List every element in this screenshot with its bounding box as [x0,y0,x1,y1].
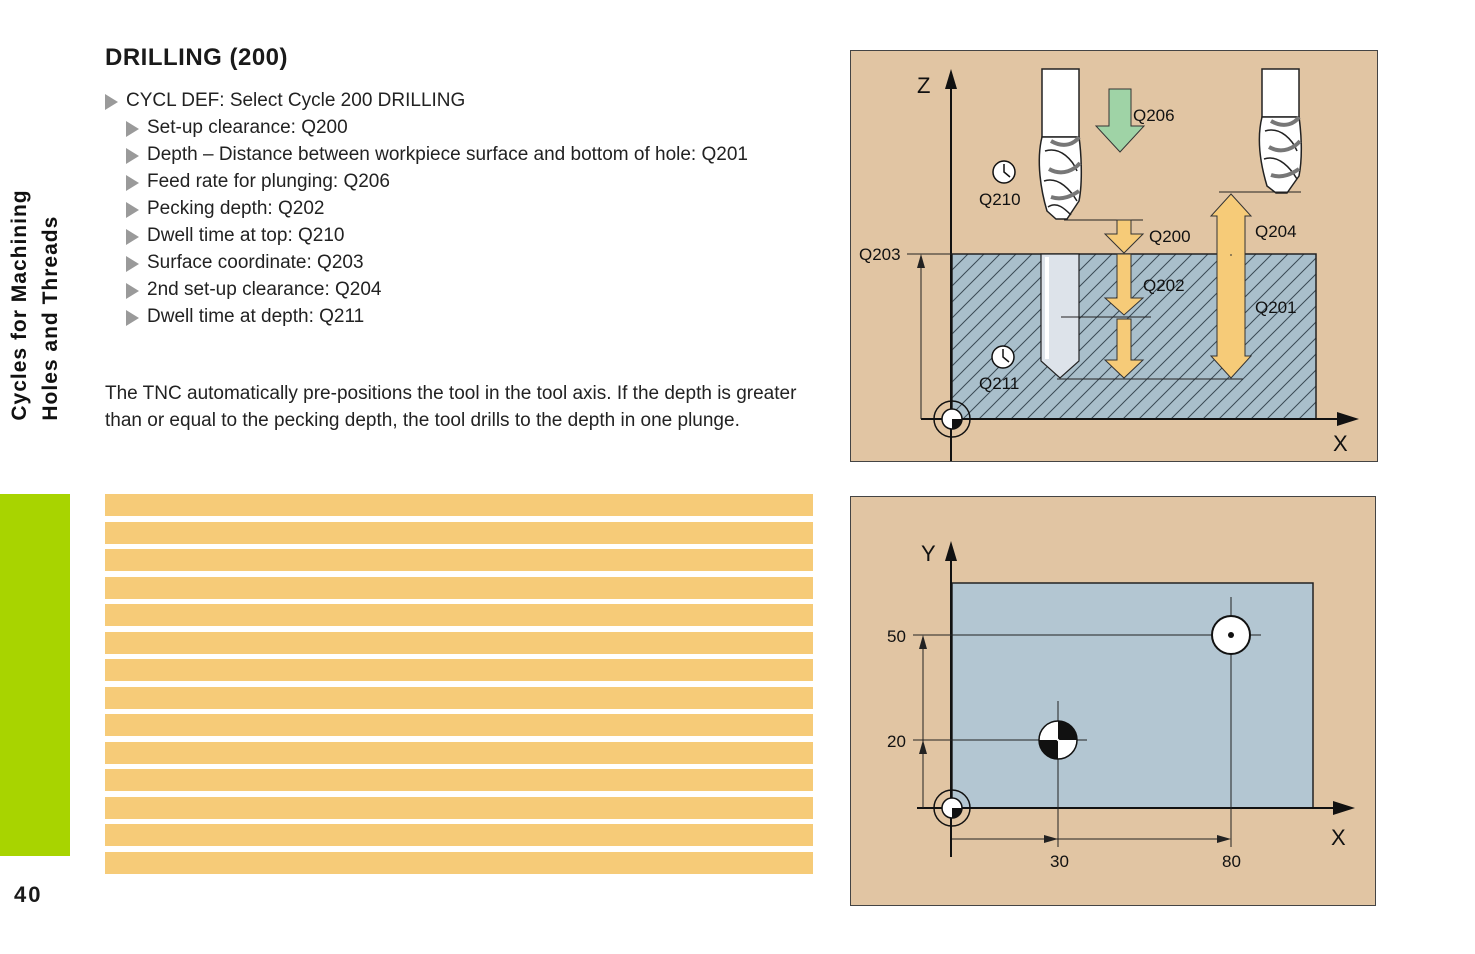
arrow-q204-q201 [1209,193,1253,379]
program-block-row [105,741,813,764]
bullet-triangle-icon [126,229,139,245]
y-dim-arrow-50 [919,635,927,649]
label-q210: Q210 [979,190,1021,209]
bullet-triangle-icon [105,94,118,110]
program-block-row [105,851,813,874]
bullet-triangle-icon [126,310,139,326]
step-text: 2nd set-up clearance: Q204 [147,279,382,300]
step-text: Dwell time at top: Q210 [147,225,345,246]
datum-symbol [933,400,971,438]
program-block-row [105,631,813,654]
x-axis-top-arrow [1333,801,1355,815]
y-axis-label: Y [921,541,936,566]
step-text: Pecking depth: Q202 [147,198,325,219]
feed-arrow [1094,88,1146,153]
datum-symbol-top [933,789,971,827]
x-dim-arrow-80 [1217,835,1231,843]
step-text: Dwell time at depth: Q211 [147,306,365,327]
hole-30-20 [1038,720,1078,760]
y-axis-arrow [945,541,957,561]
figure-top-view: Y X 50 20 30 80 [850,496,1376,906]
bullet-triangle-icon [126,283,139,299]
tick-x30: 30 [1050,852,1069,871]
program-block-row [105,494,813,516]
step-item: Dwell time at depth: Q211 [126,304,805,329]
program-block-row [105,549,813,572]
side-view-diagram: Z X Q206 Q210 Q200 [859,68,1359,461]
chapter-title-line2: Holes and Threads [39,215,62,421]
step-item: CYCL DEF: Select Cycle 200 DRILLING [105,88,805,113]
arrow-q202-second [1103,318,1145,379]
program-block-row [105,659,813,682]
z-axis-arrow [945,69,957,89]
x-axis-arrow [1337,412,1359,426]
step-item: Feed rate for plunging: Q206 [126,169,805,194]
x-dim-arrow-30 [1044,835,1058,843]
bullet-triangle-icon [126,175,139,191]
bullet-triangle-icon [126,256,139,272]
label-q211: Q211 [979,374,1019,393]
chapter-title-line1: Cycles for Machining [8,189,31,421]
bullet-triangle-icon [126,148,139,164]
program-block-row [105,796,813,819]
step-text: Feed rate for plunging: Q206 [147,171,390,192]
step-item: Depth – Distance between workpiece surfa… [126,142,805,167]
step-list: CYCL DEF: Select Cycle 200 DRILLING Set-u… [105,88,805,331]
label-q201: Q201 [1255,298,1297,317]
tick-y50: 50 [887,627,906,646]
label-q206: Q206 [1133,106,1175,125]
program-block-row [105,686,813,709]
arrow-q202-first [1103,253,1145,316]
x-axis-label: X [1333,431,1348,456]
step-item: 2nd set-up clearance: Q204 [126,277,805,302]
step-text: Set-up clearance: Q200 [147,117,348,138]
program-block [105,494,813,874]
step-item: Set-up clearance: Q200 [126,115,805,140]
program-block-row [105,604,813,627]
tool-left [1038,68,1083,220]
step-text: Surface coordinate: Q203 [147,252,364,273]
clock-icon-bottom [991,345,1015,369]
tick-y20: 20 [887,732,906,751]
bullet-triangle-icon [126,121,139,137]
description-paragraph: The TNC automatically pre-positions the … [105,383,797,431]
chapter-tab [0,494,70,856]
step-item: Dwell time at top: Q210 [126,223,805,248]
top-view-diagram: Y X 50 20 30 80 [887,541,1355,871]
z-axis-label: Z [917,73,930,98]
program-block-row [105,769,813,792]
label-q200: Q200 [1149,227,1191,246]
step-item: Pecking depth: Q202 [126,196,805,221]
step-item: Surface coordinate: Q203 [126,250,805,275]
section-heading: DRILLING (200) [105,44,289,71]
step-text: Depth – Distance between workpiece surfa… [147,144,748,165]
page-number: 40 [14,882,43,907]
x-axis-top-label: X [1331,825,1346,850]
program-block-row [105,714,813,737]
figure-side-view: Z X Q206 Q210 Q200 [850,50,1378,462]
workpiece [951,253,1317,420]
bullet-triangle-icon [126,202,139,218]
drilled-hole [1040,253,1080,379]
q203-dim-arrow [917,254,925,268]
clock-icon [992,160,1016,184]
hole-80-50 [1211,615,1251,655]
y-dim-arrow-20 [919,740,927,754]
label-q204: Q204 [1255,222,1297,241]
workpiece-top [951,582,1314,809]
chapter-title: Cycles for Machining Holes and Threads [0,140,70,470]
program-block-row [105,576,813,599]
label-q202: Q202 [1143,276,1185,295]
arrow-q200 [1103,219,1145,254]
tick-x80: 80 [1222,852,1241,871]
program-block-row [105,824,813,847]
label-q203: Q203 [859,245,901,264]
step-text: CYCL DEF: Select Cycle 200 DRILLING [126,90,466,111]
program-block-row [105,521,813,544]
tool-right [1258,68,1303,194]
